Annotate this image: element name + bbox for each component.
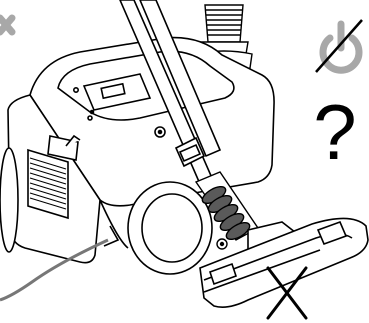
- power-symbol-crossed-icon: [316, 20, 362, 72]
- question-mark-icon: ?: [310, 92, 360, 172]
- cross-mark-icon: [0, 18, 12, 32]
- floor-nozzle: [200, 218, 368, 307]
